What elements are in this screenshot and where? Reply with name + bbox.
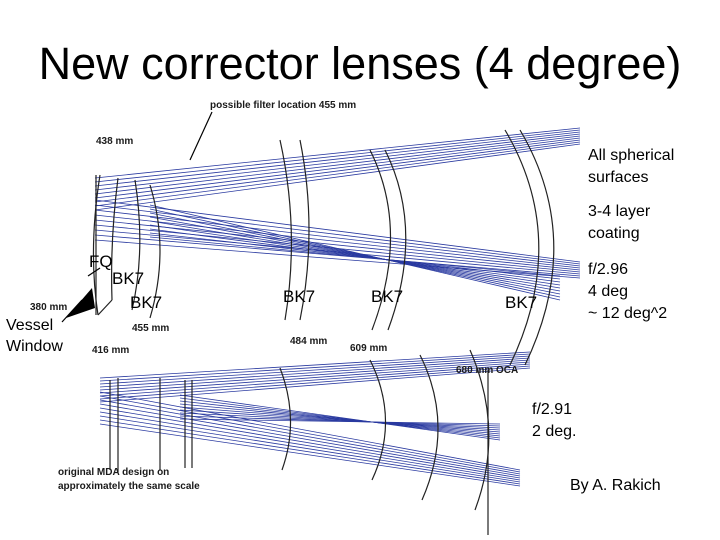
ray-line <box>94 199 581 263</box>
ray-line <box>179 394 501 441</box>
ray-line <box>99 365 531 400</box>
new-design-spec: f/2.96 4 deg ~ 12 deg^2 <box>588 261 668 322</box>
slide-title: New corrector lenses (4 degree) <box>38 38 682 89</box>
ray-line <box>94 219 581 271</box>
ray-line <box>94 239 581 279</box>
ray-line <box>179 406 501 433</box>
ray-line <box>99 353 531 382</box>
ray-line <box>99 423 521 487</box>
lens-surface <box>519 129 555 366</box>
old-lens-surface <box>279 367 292 471</box>
ray-line <box>94 127 581 179</box>
ray-line <box>99 357 531 388</box>
ray-line <box>99 391 521 471</box>
lens-surface <box>279 139 293 321</box>
dim-455: 455 mm <box>132 323 170 334</box>
ray-line <box>99 399 521 475</box>
dim-416: 416 mm <box>92 345 130 356</box>
lens-elements <box>92 129 555 535</box>
ray-line <box>94 143 581 211</box>
ray-line <box>94 224 581 273</box>
filter-location-label: possible filter location 455 mm <box>210 100 357 111</box>
ray-line <box>179 397 501 439</box>
ray-line <box>99 361 531 394</box>
ray-line <box>94 141 581 207</box>
ray-line <box>94 214 581 269</box>
ray-line <box>99 359 531 391</box>
ray-line <box>179 418 501 425</box>
ray-line <box>99 407 521 479</box>
lens-surface <box>384 149 407 331</box>
dim-609: 609 mm <box>350 343 388 354</box>
ray-line <box>94 137 581 199</box>
lower-ray-bundle <box>99 351 531 487</box>
ray-line <box>94 229 581 275</box>
ray-line <box>99 351 531 379</box>
bk7-label-3: BK7 <box>283 287 316 306</box>
ray-line <box>149 220 561 289</box>
lens-surface <box>111 177 119 301</box>
ray-line <box>149 204 561 301</box>
dim-380: 380 mm <box>30 302 68 313</box>
leader-lines <box>61 111 213 323</box>
ray-line <box>94 135 581 195</box>
ray-line <box>99 419 521 485</box>
lens-edge <box>97 299 113 316</box>
ray-line <box>149 236 561 277</box>
ray-line <box>179 403 501 435</box>
author-credit: By A. Rakich <box>570 477 661 494</box>
bk7-label-5: BK7 <box>505 293 538 312</box>
bk7-label-1: BK7 <box>112 269 145 288</box>
dim-oca: 680 mm OCA <box>456 365 519 376</box>
old-lens-surface <box>369 359 387 481</box>
bk7-label-2: BK7 <box>130 293 163 312</box>
vessel-window-label: Vessel Window <box>6 317 63 355</box>
fq-label: FQ <box>89 252 113 271</box>
ray-line <box>94 209 581 267</box>
ray-line <box>94 234 581 277</box>
lens-surface <box>299 139 310 321</box>
old-lens-surface <box>469 349 490 511</box>
ray-line <box>94 133 581 191</box>
ray-line <box>94 129 581 183</box>
ray-line <box>99 411 521 481</box>
ray-line <box>149 228 561 283</box>
ray-line <box>179 409 501 431</box>
ray-line <box>99 403 521 477</box>
lens-surface <box>504 129 540 366</box>
filter-leader <box>189 111 213 161</box>
lens-surface <box>92 174 101 316</box>
dim-438: 438 mm <box>96 136 134 147</box>
ray-line <box>149 208 561 298</box>
old-lens-surface <box>419 354 439 501</box>
ray-line <box>99 395 521 473</box>
vessel-arrow <box>66 288 95 318</box>
coating-note: 3-4 layer coating <box>588 203 651 242</box>
ray-line <box>99 355 531 385</box>
original-design-label: original MDA design on approximately the… <box>58 467 200 492</box>
ray-line <box>99 415 521 483</box>
bk7-label-4: BK7 <box>371 287 404 306</box>
spherical-note: All spherical surfaces <box>588 147 675 186</box>
lens-surface <box>369 149 392 331</box>
ray-line <box>94 131 581 187</box>
ray-line <box>149 216 561 292</box>
ray-line <box>149 224 561 286</box>
ray-line <box>179 412 501 429</box>
ray-line <box>99 367 531 403</box>
ray-line <box>94 139 581 203</box>
upper-ray-bundle <box>94 127 581 301</box>
lens-surface <box>149 184 161 319</box>
old-design-spec: f/2.91 2 deg. <box>532 401 577 440</box>
lens-surface <box>131 179 141 311</box>
ray-line <box>99 363 531 397</box>
dim-484: 484 mm <box>290 336 328 347</box>
ray-line <box>179 400 501 437</box>
ray-line <box>179 415 501 427</box>
fq-leader <box>87 267 101 277</box>
